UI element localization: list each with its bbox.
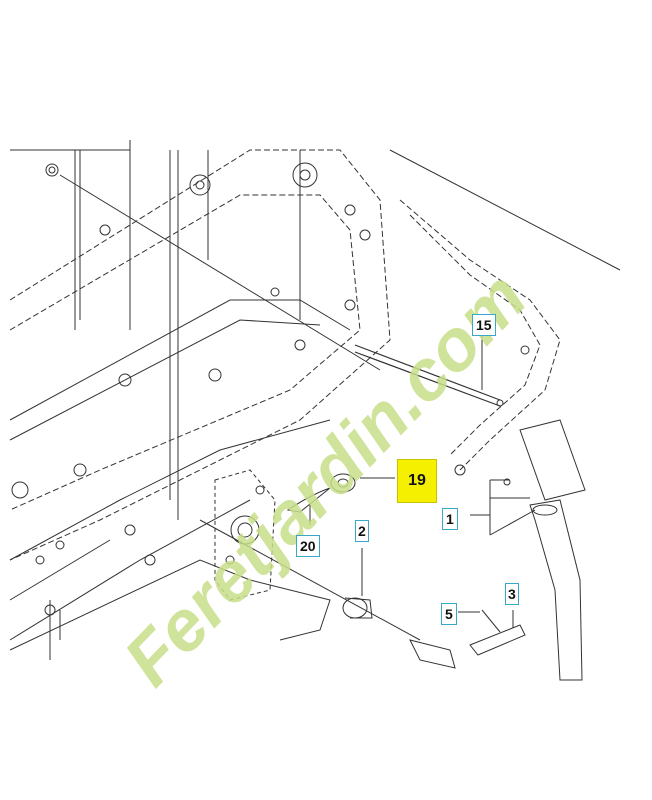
washer-part [45,163,59,177]
leader-line [59,174,381,371]
callout-19: 19 [397,459,437,503]
callout-15: 15 [472,314,496,336]
callout-1: 1 [442,508,458,530]
callout-20: 20 [296,535,320,557]
callout-5: 5 [441,603,457,625]
callout-2: 2 [355,520,369,542]
callout-3: 3 [505,583,519,605]
